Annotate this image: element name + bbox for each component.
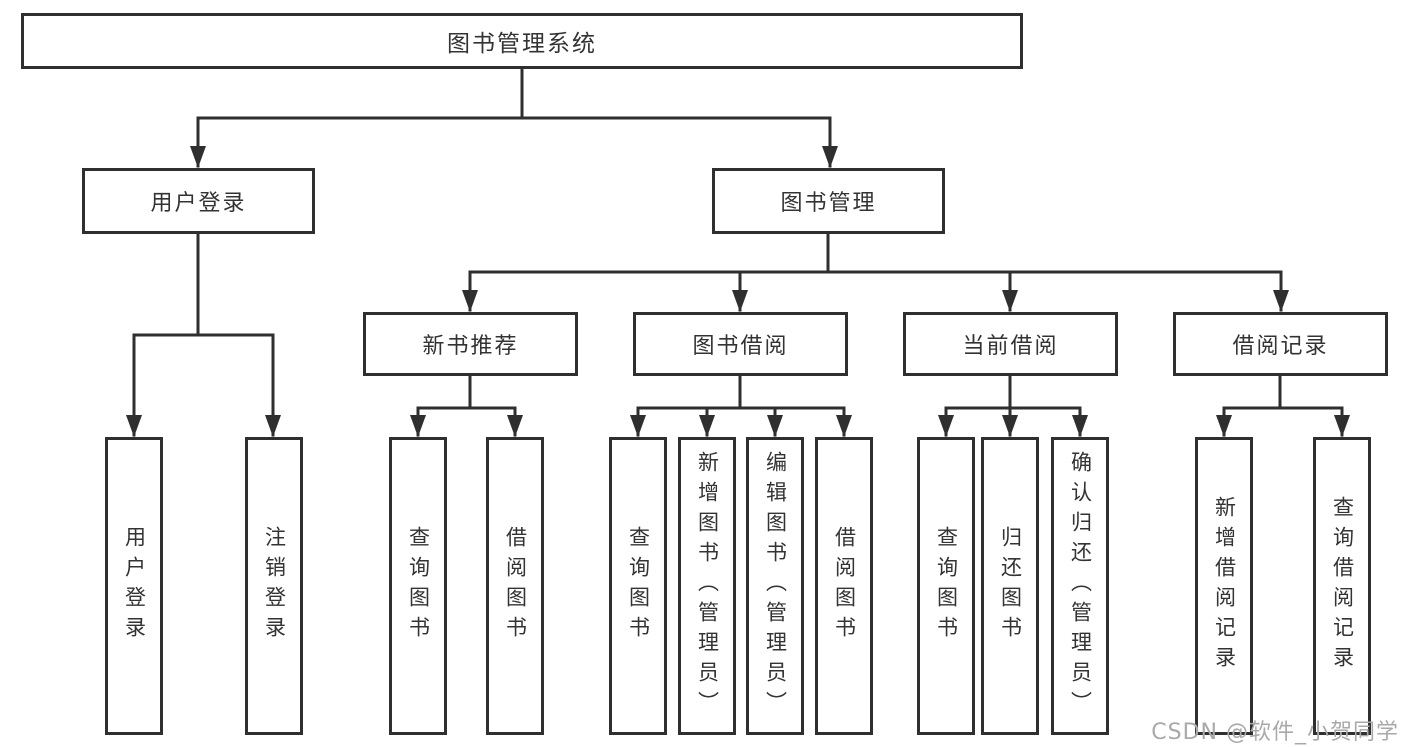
- node-book-borrow: 图书借阅: [633, 312, 848, 376]
- node-new-book-recommend-label: 新书推荐: [422, 334, 519, 359]
- node-leaf-add-borrow-record-label: 新增借阅记录: [1212, 496, 1237, 676]
- csdn-watermark: CSDN @软件_小贺同学: [1151, 720, 1399, 745]
- node-leaf-borrow-books-1-label: 借阅图书: [503, 526, 528, 646]
- node-borrow-records-label: 借阅记录: [1232, 334, 1329, 359]
- node-leaf-add-books-admin-label: 新增图书（管理员）: [695, 451, 720, 721]
- node-root-label: 图书管理系统: [447, 31, 597, 57]
- node-leaf-query-books-2: 查询图书: [609, 437, 667, 735]
- node-leaf-query-books-3-label: 查询图书: [934, 526, 959, 646]
- node-leaf-edit-books-admin-label: 编辑图书（管理员）: [763, 451, 788, 721]
- node-leaf-user-login: 用户登录: [105, 437, 163, 735]
- node-leaf-query-borrow-record: 查询借阅记录: [1313, 437, 1371, 735]
- node-leaf-confirm-return-admin: 确认归还（管理员）: [1051, 437, 1109, 735]
- node-leaf-return-books-label: 归还图书: [998, 526, 1023, 646]
- node-new-book-recommend: 新书推荐: [363, 312, 578, 376]
- node-book-borrow-label: 图书借阅: [692, 334, 789, 359]
- node-leaf-edit-books-admin: 编辑图书（管理员）: [746, 437, 804, 735]
- node-leaf-query-books-3: 查询图书: [917, 437, 975, 735]
- node-leaf-query-borrow-record-label: 查询借阅记录: [1330, 496, 1355, 676]
- node-leaf-confirm-return-admin-label: 确认归还（管理员）: [1068, 451, 1093, 721]
- node-leaf-add-books-admin: 新增图书（管理员）: [678, 437, 736, 735]
- node-book-management: 图书管理: [712, 168, 945, 234]
- node-leaf-borrow-books-2-label: 借阅图书: [832, 526, 857, 646]
- node-leaf-logout-label: 注销登录: [262, 526, 287, 646]
- node-leaf-logout: 注销登录: [245, 437, 303, 735]
- node-leaf-query-books-1: 查询图书: [389, 437, 447, 735]
- arrowhead-icons: [126, 146, 1350, 437]
- node-book-management-label: 图书管理: [780, 191, 877, 216]
- node-leaf-add-borrow-record: 新增借阅记录: [1195, 437, 1253, 735]
- node-current-borrow: 当前借阅: [903, 312, 1118, 376]
- node-leaf-borrow-books-1: 借阅图书: [486, 437, 544, 735]
- node-user-login-label: 用户登录: [150, 191, 247, 216]
- node-leaf-borrow-books-2: 借阅图书: [815, 437, 873, 735]
- node-leaf-return-books: 归还图书: [981, 437, 1039, 735]
- node-current-borrow-label: 当前借阅: [962, 334, 1059, 359]
- node-leaf-query-books-2-label: 查询图书: [626, 526, 651, 646]
- node-borrow-records: 借阅记录: [1173, 312, 1388, 376]
- node-leaf-query-books-1-label: 查询图书: [406, 526, 431, 646]
- node-leaf-user-login-label: 用户登录: [122, 526, 147, 646]
- node-user-login: 用户登录: [82, 168, 315, 234]
- node-root: 图书管理系统: [21, 13, 1023, 69]
